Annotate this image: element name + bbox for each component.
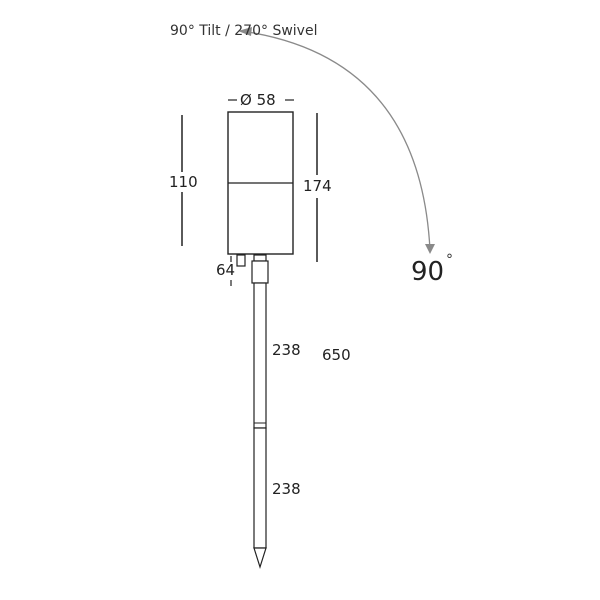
head-height-label: 110 bbox=[169, 173, 198, 191]
tilt-angle-label: 90 bbox=[411, 257, 445, 287]
bracket-offset-label: 64 bbox=[216, 261, 236, 279]
spike-lower-label: 238 bbox=[272, 480, 301, 498]
spike bbox=[251, 254, 269, 569]
light-head bbox=[227, 111, 294, 255]
degree-symbol-icon: ° bbox=[446, 252, 453, 268]
spike-upper-label: 238 bbox=[272, 341, 301, 359]
tilt-arc bbox=[238, 27, 435, 254]
arrowhead-left-icon bbox=[238, 27, 252, 36]
bracket-knob bbox=[236, 254, 246, 267]
total-head-height-label: 174 bbox=[303, 177, 332, 195]
overall-height-label: 650 bbox=[322, 346, 351, 364]
diameter-label: Ø 58 bbox=[240, 91, 276, 109]
tilt-swivel-title: 90° Tilt / 270° Swivel bbox=[170, 23, 318, 39]
arrowhead-down-icon bbox=[425, 244, 435, 254]
